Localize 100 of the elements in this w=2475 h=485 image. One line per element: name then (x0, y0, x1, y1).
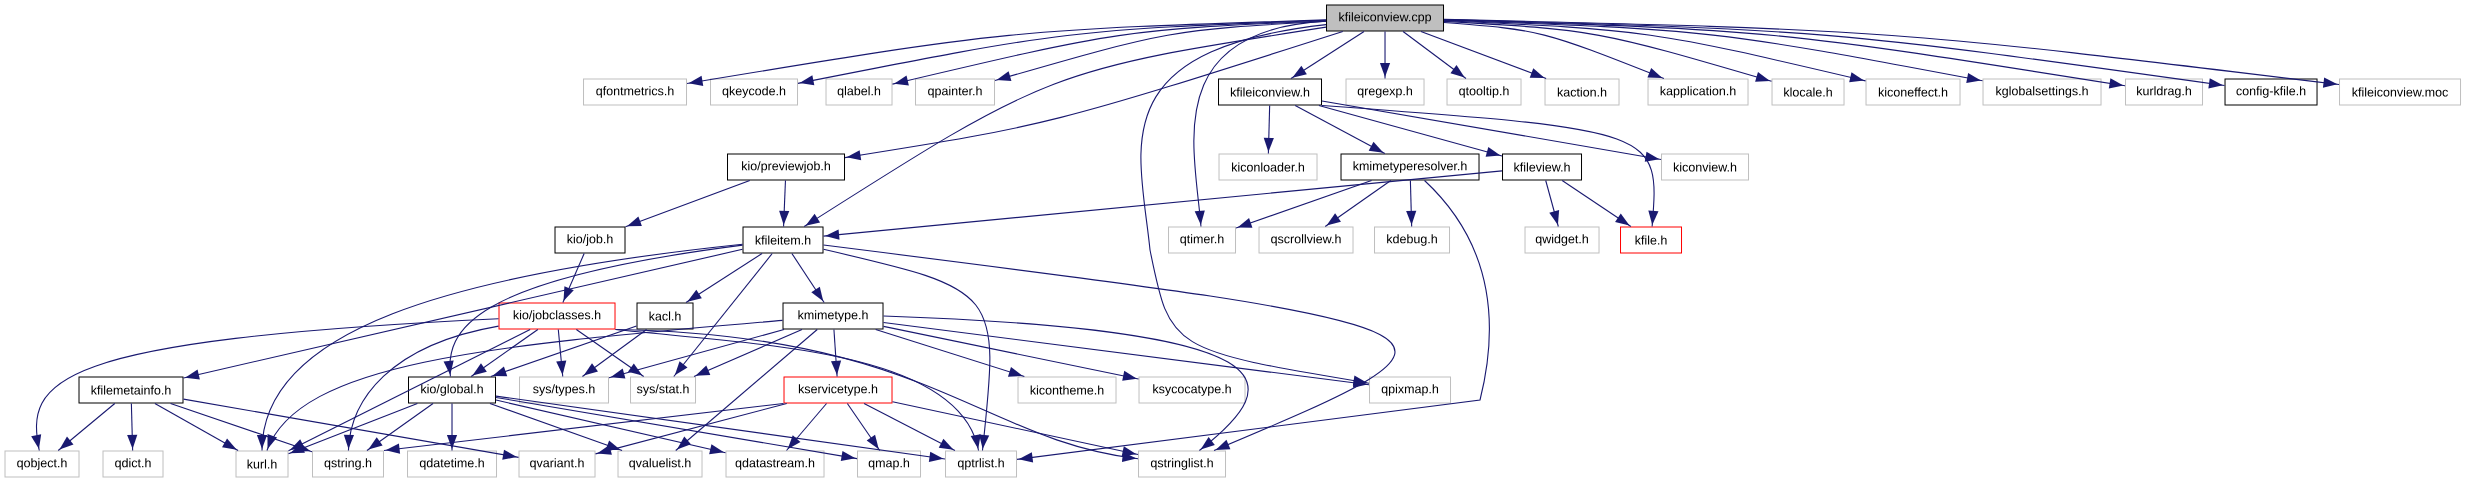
arrow (822, 248, 991, 452)
arrow (154, 402, 239, 452)
file-box: klocale.h (1771, 78, 1845, 106)
file-box: qregexp.h (1345, 78, 1425, 106)
file-box: kio/jobclasses.h (498, 302, 616, 330)
file-box: sys/types.h (519, 376, 609, 404)
arrow (57, 402, 116, 452)
file-box: kfile.h (1620, 226, 1682, 254)
file-box: qpixmap.h (1369, 376, 1451, 404)
arrow (882, 315, 1249, 452)
arrow (1193, 20, 1327, 228)
file-box: kurldrag.h (2125, 78, 2204, 106)
arrow (31, 318, 500, 452)
arrow (673, 252, 773, 378)
file-box: qdatetime.h (407, 450, 497, 478)
arrow (1443, 20, 1773, 82)
file-box: kmimetyperesolver.h (1340, 153, 1480, 181)
file-box: ksycocatype.h (1138, 376, 1246, 404)
file-box: qkeycode.h (710, 78, 798, 106)
file-box: kurl.h (235, 450, 289, 478)
arrow (791, 252, 825, 304)
file-box: qvaluelist.h (617, 450, 703, 478)
file-box: qlabel.h (825, 78, 893, 106)
file-box: kfileiconview.moc (2339, 78, 2462, 106)
file-box: config-kfile.h (2224, 78, 2318, 106)
file-box: kiconeffect.h (1865, 78, 1961, 106)
arrow (490, 325, 638, 378)
file-box: kiconview.h (1661, 153, 1749, 181)
arrow (446, 402, 458, 452)
arrow (891, 401, 1139, 457)
arrow (1443, 19, 1984, 83)
arrow (1235, 179, 1373, 229)
arrow (366, 402, 434, 452)
file-box: kfileitem.h (742, 226, 824, 254)
arrow (182, 248, 744, 380)
file-box: kglobalsettings.h (1982, 78, 2102, 106)
arrow (608, 328, 785, 379)
arrow (882, 321, 1370, 388)
arrow (803, 26, 1327, 228)
arrow (1443, 18, 2340, 88)
arrow (182, 398, 520, 460)
arrow (863, 402, 956, 452)
arrow (822, 170, 1503, 240)
arrow (266, 319, 784, 452)
arrow (562, 252, 585, 304)
arrow (1561, 179, 1632, 228)
arrow (693, 328, 803, 378)
file-box: qscrollview.h (1258, 226, 1354, 254)
arrow (686, 19, 1327, 86)
file-box: kio/global.h (408, 376, 496, 404)
arrow (1402, 30, 1467, 80)
arrow (495, 395, 946, 462)
arrow (127, 402, 138, 452)
arrow (785, 402, 828, 452)
arrow (287, 402, 418, 455)
file-box: kdebug.h (1374, 226, 1450, 254)
arrow (1406, 179, 1417, 228)
arrow (1321, 100, 1662, 162)
arrow (882, 325, 1140, 381)
arrow (383, 402, 785, 454)
file-box: kapplication.h (1647, 78, 1749, 106)
arrow (594, 402, 788, 455)
file-box: kaction.h (1544, 78, 1620, 106)
file-box: kio/job.h (554, 226, 626, 254)
file-box: qmap.h (857, 450, 921, 478)
arrow (495, 396, 858, 462)
arrow (495, 399, 727, 455)
file-box: qstringlist.h (1138, 450, 1226, 478)
file-box: qstring.h (312, 450, 384, 478)
arrow (256, 243, 744, 452)
arrow (779, 179, 790, 228)
file-box: qvariant.h (518, 450, 596, 478)
arrow (891, 20, 1327, 86)
arrow (1379, 30, 1391, 80)
arrow (685, 252, 763, 304)
arrow (470, 328, 539, 378)
file-box: kfilemetainfo.h (78, 376, 184, 404)
file-box: qtimer.h (1168, 226, 1236, 254)
arrow (287, 328, 531, 452)
file-box: qptrlist.h (945, 450, 1017, 478)
arrow (1321, 104, 1659, 228)
file-box: qfontmetrics.h (583, 78, 687, 106)
file-box: kfileiconview.h (1218, 78, 1322, 106)
arrow (1420, 30, 1547, 80)
arrow (1016, 179, 1490, 463)
file-box: qwidget.h (1524, 226, 1600, 254)
file-box: kicontheme.h (1017, 376, 1117, 404)
file-box: qdatastream.h (725, 450, 825, 478)
file-box: qtooltip.h (1446, 78, 1522, 106)
arrow (1443, 22, 1665, 80)
arrow (1263, 104, 1274, 155)
arrow (556, 328, 567, 378)
arrow (1324, 179, 1392, 228)
file-box: qpainter.h (915, 78, 995, 106)
file-box: qobject.h (4, 450, 80, 478)
arrow (846, 402, 881, 452)
file-box: kiconloader.h (1218, 153, 1318, 181)
file-box: kfileiconview.cpp (1326, 4, 1444, 32)
arrow (822, 244, 1395, 452)
arrow (1294, 104, 1386, 155)
